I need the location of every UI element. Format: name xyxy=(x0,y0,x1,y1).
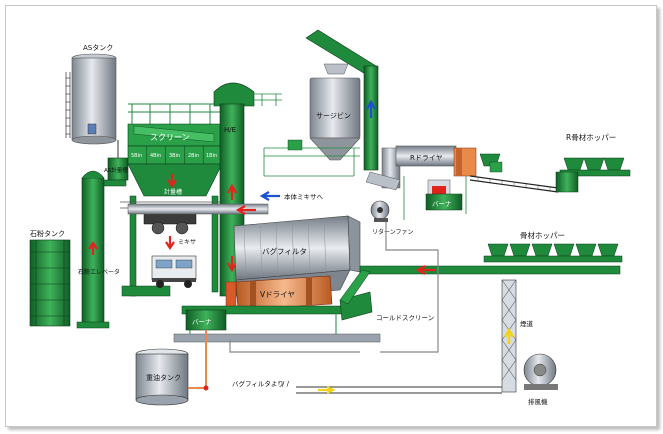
stack: 煙道 xyxy=(501,279,534,393)
powder-tank-label: 石粉タンク xyxy=(30,229,65,238)
surge-bin-label: サージビン xyxy=(316,111,351,120)
as-tank: ASタンク xyxy=(65,43,117,145)
to-mixer-label: 本体ミキサへ xyxy=(284,192,324,201)
return-air-line xyxy=(229,222,439,353)
exhaust-fan-label: 排風機 xyxy=(528,397,548,406)
duct-left-arrow xyxy=(235,205,256,215)
return-fan-label: リターンファン xyxy=(372,228,414,236)
bin-label-5: 5Bin xyxy=(131,153,142,159)
hot-elevator-label: H/E xyxy=(224,126,236,134)
exhaust-fan: 排風機 xyxy=(523,353,558,406)
duct-tower-to-filter xyxy=(127,203,269,215)
screen-label: スクリーン xyxy=(150,133,190,142)
r-dryer: Rドライヤ バーナ xyxy=(365,145,477,220)
aggregate-hopper-label: 骨材ホッパー xyxy=(520,230,565,240)
powder-elevator-label: 石粉エレベータ xyxy=(78,268,120,276)
heavy-oil-tank: 重油タンク xyxy=(135,330,209,406)
elevator-up-arrow xyxy=(227,183,237,200)
cold-screen: コールドスクリーン xyxy=(339,291,434,322)
as-meter: AS計量槽 xyxy=(104,140,129,181)
as-meter-label: AS計量槽 xyxy=(104,166,128,174)
bin-label-2: 2Bin xyxy=(188,153,199,159)
surge-up-arrow xyxy=(366,99,376,118)
burner-main-label: バーナ xyxy=(192,318,212,326)
powder-elevator: 石粉エレベータ xyxy=(76,170,127,329)
from-bag-filter-label: バグフィルタより xyxy=(232,379,284,388)
burner-r-label: バーナ xyxy=(432,200,452,208)
exhaust-duct: バグフィルタより / / xyxy=(232,379,502,394)
return-fan: リターンファン xyxy=(370,200,414,236)
r-dryer-label: Rドライヤ xyxy=(410,154,443,162)
bin-label-3: 3Bin xyxy=(169,153,180,159)
meter-label: 計量槽 xyxy=(164,188,182,196)
v-dryer: Vドライヤ xyxy=(173,275,381,343)
v-dryer-label: Vドライヤ xyxy=(260,290,295,299)
bin-label-1: 1Bin xyxy=(206,153,217,159)
exhaust-right-arrow xyxy=(318,386,336,394)
surge-bin: サージビン xyxy=(263,29,379,177)
aggregate-hopper: 骨材ホッパー xyxy=(339,230,623,305)
as-tank-label: ASタンク xyxy=(83,43,113,52)
powder-up-arrow xyxy=(88,241,98,255)
elevator-down-arrow xyxy=(227,256,237,273)
belt-left-arrow xyxy=(415,265,436,275)
burner-main: バーナ xyxy=(185,309,227,331)
bin-down-arrow xyxy=(167,174,177,188)
mixer-label: ミキサ xyxy=(178,239,196,246)
mixer-down-arrow xyxy=(165,236,175,250)
r-hopper: R骨材ホッパー xyxy=(469,132,631,193)
svg-text:/ /: / / xyxy=(282,380,290,388)
stack-up-arrow xyxy=(503,327,515,344)
stack-label: 煙道 xyxy=(520,319,534,328)
powder-tank: 石粉タンク xyxy=(29,229,71,327)
to-mixer-callout: 本体ミキサへ xyxy=(259,191,324,201)
bag-filter-label: バグフィルタ xyxy=(262,246,307,256)
cold-screen-label: コールドスクリーン xyxy=(376,314,434,322)
dump-truck xyxy=(151,255,197,288)
r-hopper-label: R骨材ホッパー xyxy=(566,132,616,142)
heavy-oil-tank-label: 重油タンク xyxy=(146,373,181,382)
bin-label-4: 4Bin xyxy=(150,153,161,159)
